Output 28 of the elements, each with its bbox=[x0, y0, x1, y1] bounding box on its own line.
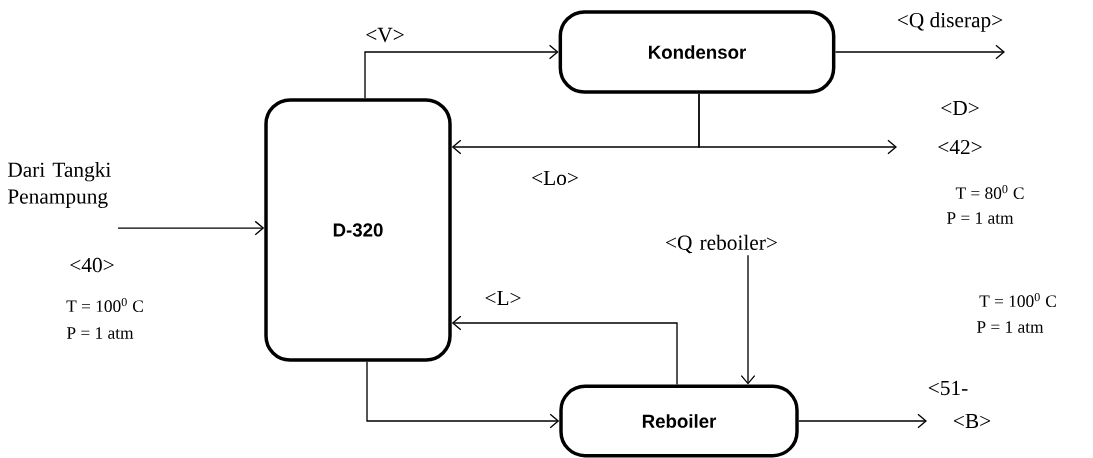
condition-text: T = 80$^{0}$ C bbox=[955, 185, 1024, 200]
arrow bbox=[364, 44, 559, 99]
edge-label: <Q diserap> bbox=[895, 11, 1005, 33]
condition-text: P = 1 atm bbox=[66, 327, 134, 339]
arrow bbox=[451, 315, 678, 386]
arrow bbox=[366, 361, 560, 429]
arrow bbox=[698, 93, 897, 155]
stream-text: <Q reboiler> bbox=[666, 234, 777, 254]
condition-text: P = 1 atm bbox=[976, 321, 1044, 333]
process-box: Kondensor bbox=[558, 10, 836, 94]
stream-number: <51- bbox=[928, 380, 968, 396]
edge-label: <L> bbox=[483, 289, 523, 307]
stream-text: Dari Tangki Penampung bbox=[7, 161, 111, 209]
stream-number: <42> bbox=[938, 139, 982, 155]
condition-text: P = 1 atm bbox=[946, 212, 1014, 224]
arrow bbox=[740, 254, 756, 385]
stream-number: <D> bbox=[941, 101, 979, 115]
condition-text: T = 100$^{0}$ C bbox=[66, 298, 143, 313]
stream-number: <B> bbox=[953, 414, 991, 428]
condition-text: T = 100$^{0}$ C bbox=[979, 293, 1056, 308]
edge-label: <Lo> bbox=[529, 169, 581, 187]
process-box: Reboiler bbox=[559, 384, 799, 458]
arrow bbox=[834, 44, 1005, 60]
edge-label: <V> bbox=[363, 26, 407, 44]
process-box: D-320 bbox=[264, 98, 452, 362]
arrow bbox=[117, 220, 265, 236]
arrow bbox=[798, 413, 927, 429]
stream-number: <40> bbox=[70, 257, 114, 273]
